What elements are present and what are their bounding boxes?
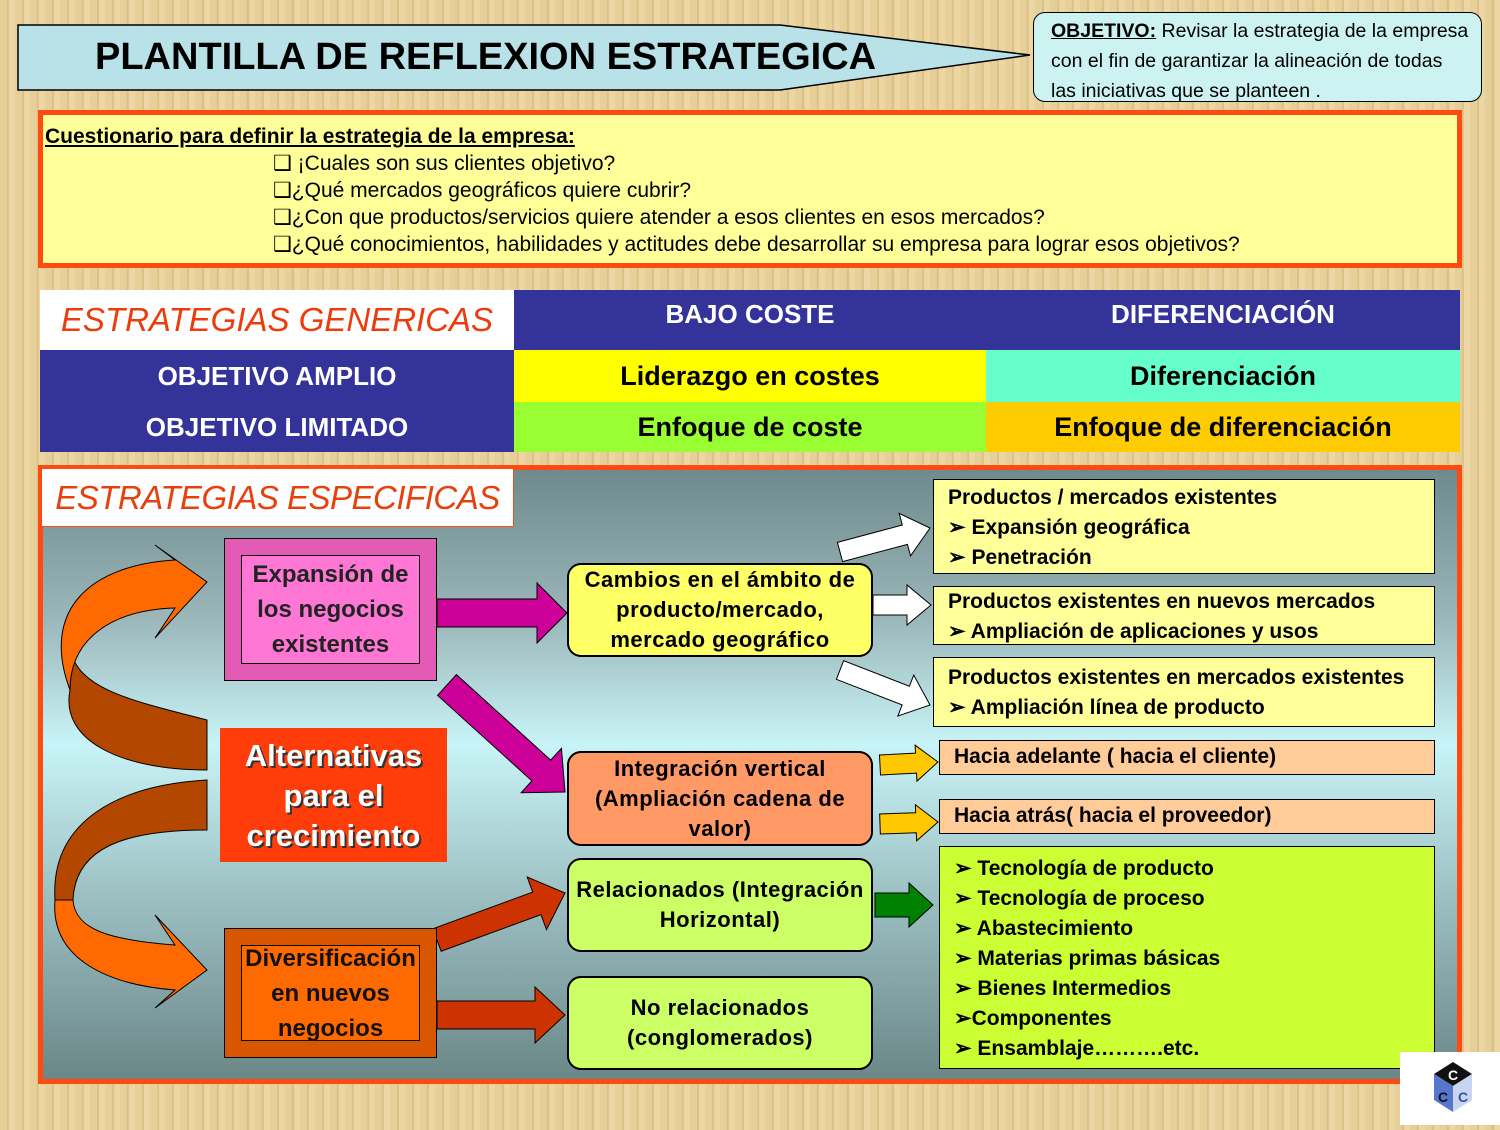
growth-alternatives-label: Alternativas para el crecimiento: [220, 728, 447, 862]
cell-differentiation: Diferenciación: [986, 350, 1460, 402]
box-title: Productos existentes en nuevos mercados: [948, 590, 1376, 613]
arrow-forward: [878, 744, 939, 783]
list-item: ➢ Ensamblaje……….etc.: [954, 1037, 1200, 1060]
arrow-to-existing: [836, 512, 931, 563]
row-header-narrow: OBJETIVO LIMITADO: [40, 402, 514, 452]
svg-text:C: C: [1458, 1089, 1468, 1105]
existing-products-markets-box: Productos / mercados existentes ➢ Expans…: [933, 479, 1435, 574]
expansion-label: Expansión de los negocios existentes: [241, 555, 420, 664]
logo: C C C: [1400, 1052, 1500, 1125]
existing-markets-box: Productos existentes en mercados existen…: [933, 657, 1435, 727]
list-item: ➢ Ampliación de aplicaciones y usos: [948, 620, 1319, 643]
diversification-label: Diversificación en nuevos negocios: [241, 945, 420, 1042]
curved-arrow-bottom-back: [54, 779, 208, 901]
cell-cost-focus: Enfoque de coste: [514, 402, 986, 452]
scope-change-box: Cambios en el ámbito de producto/mercado…: [567, 563, 873, 657]
objective-callout: OBJETIVO: Revisar la estrategia de la em…: [1033, 12, 1482, 102]
checkbox-icon: ❑: [273, 233, 292, 256]
arrow-to-unrelated: [436, 985, 566, 1045]
list-item: ➢ Tecnología de proceso: [954, 887, 1205, 910]
title-banner: [17, 24, 1031, 91]
arrow-backward: [879, 803, 939, 842]
checkbox-icon: ❑: [273, 152, 298, 175]
col-header-differentiation: DIFERENCIACIÓN: [986, 290, 1460, 350]
curved-arrow-down: [54, 899, 208, 1009]
list-item: ➢ Penetración: [948, 546, 1092, 569]
list-item: ➢ Materias primas básicas: [954, 947, 1221, 970]
list-item: ➢ Expansión geográfica: [948, 516, 1190, 539]
cube-logo-icon: C C C: [1434, 1062, 1472, 1112]
objective-text: Revisar la estrategia de la empresa con …: [1051, 20, 1469, 102]
new-markets-box: Productos existentes en nuevos mercados …: [933, 586, 1435, 645]
arrow-to-line-extension: [835, 660, 931, 717]
questionnaire-box: Cuestionario para definir la estrategia …: [38, 110, 1462, 268]
svg-text:C: C: [1448, 1067, 1458, 1083]
curved-arrow-top-back: [68, 649, 208, 771]
forward-integration-box: Hacia adelante ( hacia el cliente): [939, 740, 1435, 775]
cell-cost-leadership: Liderazgo en costes: [514, 350, 986, 402]
question-item: ❑¿Qué mercados geográficos quiere cubrir…: [273, 179, 692, 202]
list-item: ➢ Ampliación línea de producto: [948, 696, 1265, 719]
row-header-broad: OBJETIVO AMPLIO: [40, 350, 514, 402]
horizontal-items-box: ➢ Tecnología de producto ➢ Tecnología de …: [939, 846, 1435, 1069]
expansion-box: Expansión de los negocios existentes: [224, 538, 437, 681]
box-title: Productos / mercados existentes: [948, 486, 1278, 509]
generic-strategies-table: ESTRATEGIAS GENERICAS BAJO COSTE DIFEREN…: [40, 290, 1460, 452]
related-box: Relacionados (Integración Horizontal): [567, 858, 873, 952]
list-item: ➢ Bienes Intermedios: [954, 977, 1172, 1000]
arrow-to-new-markets: [872, 583, 932, 627]
box-title: Productos existentes en mercados existen…: [948, 666, 1405, 689]
question-item: ❑¿Con que productos/servicios quiere ate…: [273, 206, 1045, 229]
question-item: ❑¿Qué conocimientos, habilidades y actit…: [273, 233, 1240, 256]
list-item: ➢ Tecnología de producto: [954, 857, 1214, 880]
svg-text:C: C: [1438, 1089, 1448, 1105]
generic-title: ESTRATEGIAS GENERICAS: [40, 290, 514, 350]
checkbox-icon: ❑: [273, 179, 292, 202]
arrow-related-items: [874, 881, 934, 929]
list-item: ➢Componentes: [954, 1007, 1112, 1030]
question-item: ❑ ¡Cuales son sus clientes objetivo?: [273, 152, 616, 175]
specific-title: ESTRATEGIAS ESPECIFICAS: [41, 468, 514, 527]
cell-differentiation-focus: Enfoque de diferenciación: [986, 402, 1460, 452]
col-header-low-cost: BAJO COSTE: [514, 290, 986, 350]
questionnaire-heading: Cuestionario para definir la estrategia …: [45, 125, 575, 148]
diversification-box: Diversificación en nuevos negocios: [224, 928, 437, 1058]
list-item: ➢ Abastecimiento: [954, 917, 1134, 940]
unrelated-box: No relacionados (conglomerados): [567, 976, 873, 1070]
page-title: PLANTILLA DE REFLEXION ESTRATEGICA: [95, 36, 877, 78]
curved-arrow-up: [60, 544, 208, 691]
objective-label: OBJETIVO:: [1051, 20, 1157, 42]
arrow-expansion-to-scope: [436, 581, 568, 645]
vertical-integration-box: Integración vertical (Ampliación cadena …: [567, 751, 873, 846]
checkbox-icon: ❑: [273, 206, 292, 229]
arrow-to-related: [432, 876, 566, 952]
backward-integration-box: Hacia atrás( hacia el proveedor): [939, 799, 1435, 834]
arrow-expansion-to-integration: [436, 673, 566, 794]
